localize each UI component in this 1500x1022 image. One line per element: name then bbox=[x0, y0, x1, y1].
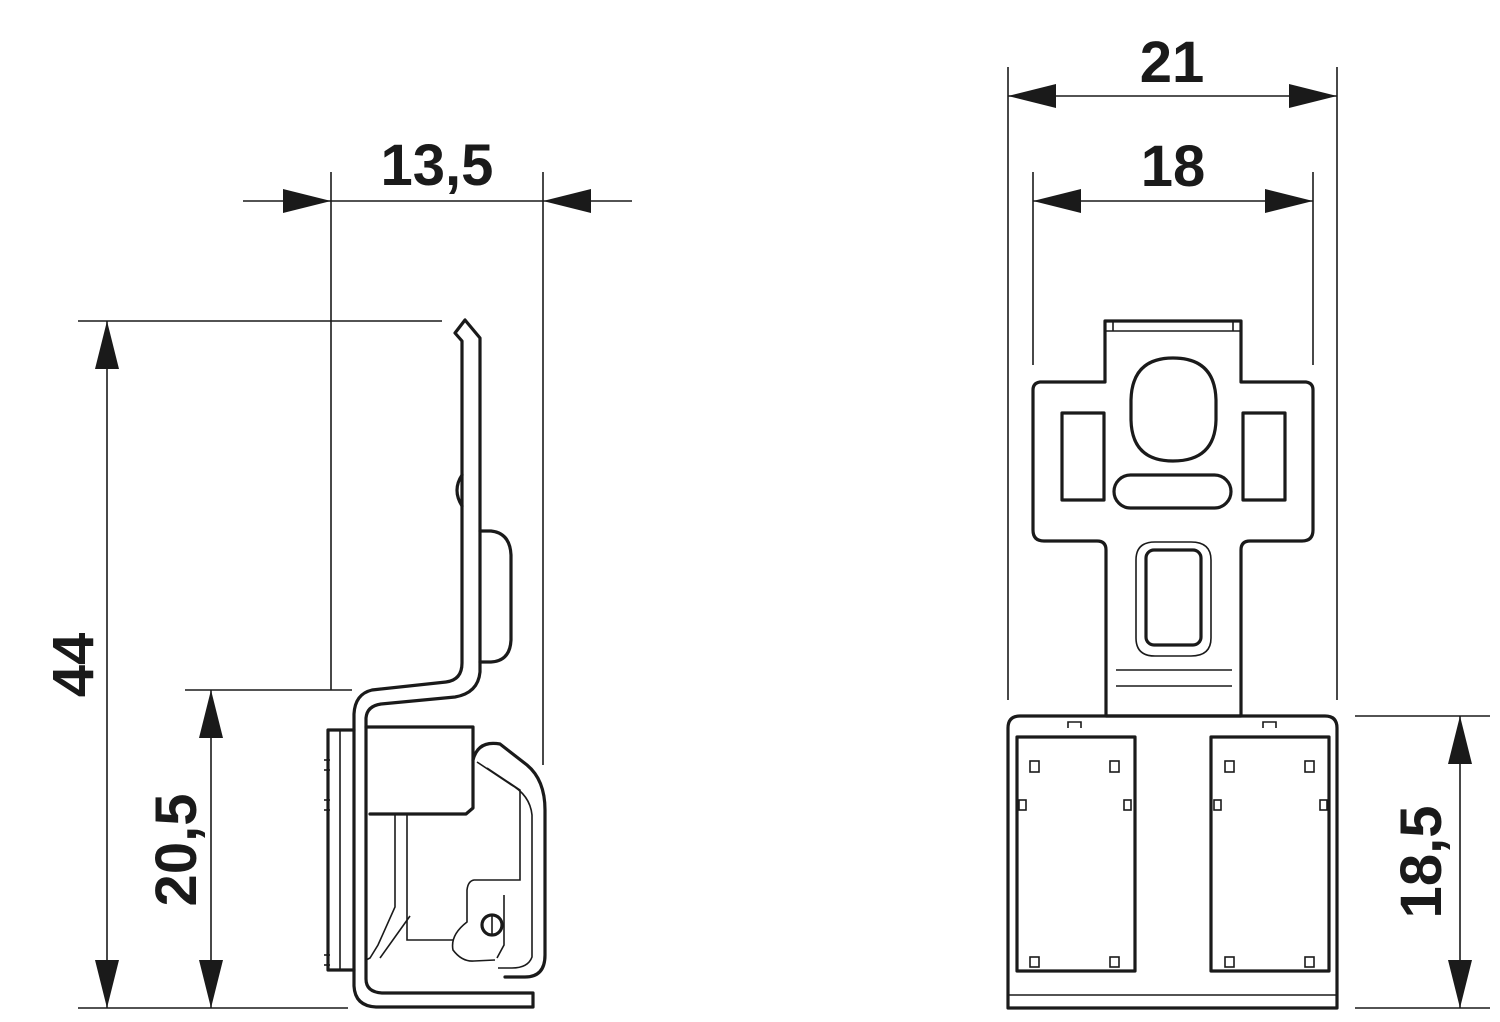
dim-side-height-total: 44 bbox=[41, 320, 442, 1009]
dim-side-width: 13,5 bbox=[243, 133, 632, 765]
dim-front-width-inner: 18 bbox=[1032, 134, 1314, 365]
dim-front-width-outer: 21 bbox=[1007, 30, 1338, 700]
dim-side-height-lower: 20,5 bbox=[144, 689, 352, 1008]
dim-front-height-lower: 18,5 bbox=[1355, 715, 1490, 1009]
side-view-outline bbox=[324, 318, 547, 1009]
dim-side-height-lower-label: 20,5 bbox=[144, 794, 209, 907]
front-view-outline bbox=[1006, 319, 1339, 1010]
dim-front-width-inner-label: 18 bbox=[1141, 134, 1206, 199]
dim-side-height-total-label: 44 bbox=[41, 633, 106, 698]
front-view: 21 18 18,5 bbox=[1006, 30, 1490, 1010]
side-view: 13,5 44 20,5 bbox=[41, 133, 632, 1009]
dim-front-width-outer-label: 21 bbox=[1140, 30, 1205, 95]
dim-front-height-lower-label: 18,5 bbox=[1389, 806, 1454, 919]
dim-side-width-label: 13,5 bbox=[381, 133, 494, 198]
